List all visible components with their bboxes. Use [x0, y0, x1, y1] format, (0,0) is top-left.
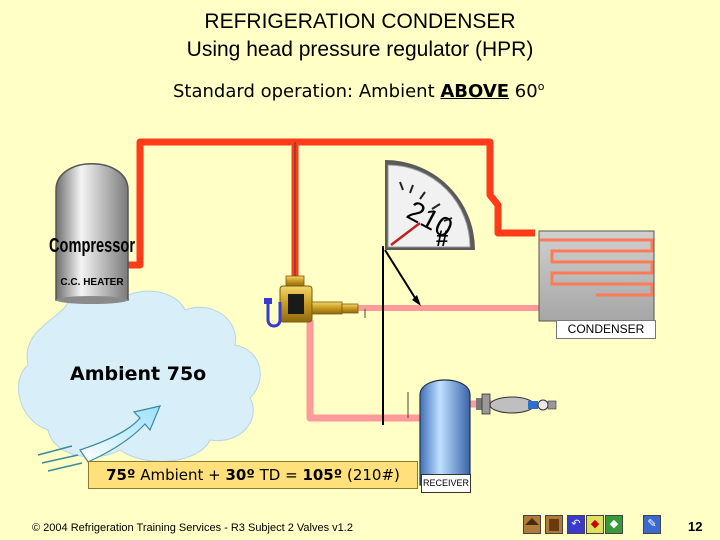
td-value: 30º	[225, 466, 255, 484]
result-text: (210#)	[342, 466, 400, 484]
footer-copyright: © 2004 Refrigeration Training Services -…	[32, 522, 353, 534]
sight-glass-icon	[537, 399, 549, 411]
next-icon: ◆	[609, 518, 619, 530]
receiver-label: RECEIVER	[421, 474, 471, 493]
pointer-arrowhead	[412, 295, 421, 306]
ambient-value: 75º	[106, 466, 136, 484]
subtitle-prefix: Standard operation: Ambient	[173, 81, 441, 102]
nav-home-button[interactable]	[523, 515, 541, 534]
compressor-label: Compressor	[49, 234, 135, 257]
return-icon: ↶	[571, 518, 581, 530]
back-icon	[549, 519, 559, 531]
condenser	[538, 230, 655, 322]
filter-drier	[476, 393, 557, 415]
liquid-line-to-receiver	[306, 320, 420, 422]
ambient-label: Ambient 75o	[70, 363, 207, 385]
airflow-arrow	[37, 405, 162, 472]
heater-label: C.C. HEATER	[60, 277, 124, 288]
subtitle-emphasis: ABOVE	[440, 81, 510, 102]
pencil-icon: ✎	[647, 518, 657, 530]
title-line-2: Using head pressure regulator (HPR)	[186, 38, 534, 61]
receiver	[419, 379, 471, 486]
subtitle: Standard operation: Ambient ABOVE 60o	[173, 80, 544, 102]
nav-next-button[interactable]: ◆	[605, 515, 623, 534]
nav-return-button[interactable]: ↶	[567, 515, 585, 534]
ambient-text: Ambient +	[135, 466, 226, 484]
title-line-1: REFRIGERATION CONDENSER	[204, 10, 516, 33]
pointer-line-condenser	[384, 249, 418, 302]
gauge-unit: #	[436, 226, 448, 251]
degree-mark: o	[537, 80, 545, 93]
discharge-line	[128, 138, 535, 269]
nav-prev-button[interactable]: ◆	[586, 515, 604, 534]
td-text: TD =	[254, 466, 303, 484]
nav-pen-button[interactable]: ✎	[643, 515, 661, 534]
condenser-label: CONDENSER	[556, 320, 656, 339]
compressor: Compressor C.C. HEATER	[49, 163, 135, 304]
home-icon	[525, 518, 539, 525]
page-number: 12	[688, 519, 703, 534]
subtitle-suffix: 60	[509, 81, 538, 102]
pressure-gauge: 210 #	[385, 160, 475, 251]
gauge-needle	[390, 222, 421, 246]
nav-back-button[interactable]	[545, 515, 563, 534]
result-value: 105º	[302, 466, 343, 484]
td-equation: 75º Ambient + 30º TD = 105º (210#)	[88, 461, 418, 489]
prev-icon: ◆	[590, 518, 600, 530]
hpr-valve	[264, 275, 359, 328]
ambient-cloud	[18, 290, 261, 462]
